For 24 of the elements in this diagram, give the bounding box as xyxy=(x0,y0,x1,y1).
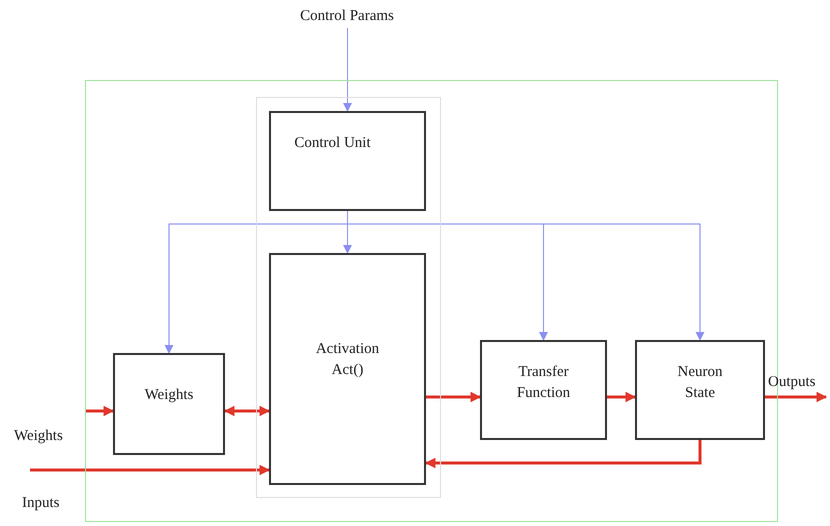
frame-box xyxy=(256,97,441,498)
arrow xyxy=(85,406,114,416)
arrow xyxy=(30,464,270,476)
block-box xyxy=(269,111,426,211)
edge-label: Weights xyxy=(14,428,63,445)
arrow xyxy=(426,392,482,402)
block-label: Activation Act() xyxy=(316,341,380,378)
block-box xyxy=(269,253,426,485)
arrow xyxy=(607,392,636,402)
block-label: Control Unit xyxy=(294,135,371,151)
input-label: Control Params xyxy=(300,8,394,24)
arrow xyxy=(343,28,352,112)
edge-label: Outputs xyxy=(768,374,816,391)
arrow xyxy=(765,392,828,402)
arrow xyxy=(347,210,704,341)
block-box xyxy=(480,340,607,440)
arrow xyxy=(424,440,702,468)
block-box xyxy=(635,340,765,440)
block-box xyxy=(113,353,225,455)
block-label: Transfer Function xyxy=(516,364,570,401)
block-label: Neuron State xyxy=(678,364,722,401)
arrow xyxy=(224,406,270,416)
edge-label: Inputs xyxy=(22,495,60,512)
block-label: Weights xyxy=(144,387,194,403)
